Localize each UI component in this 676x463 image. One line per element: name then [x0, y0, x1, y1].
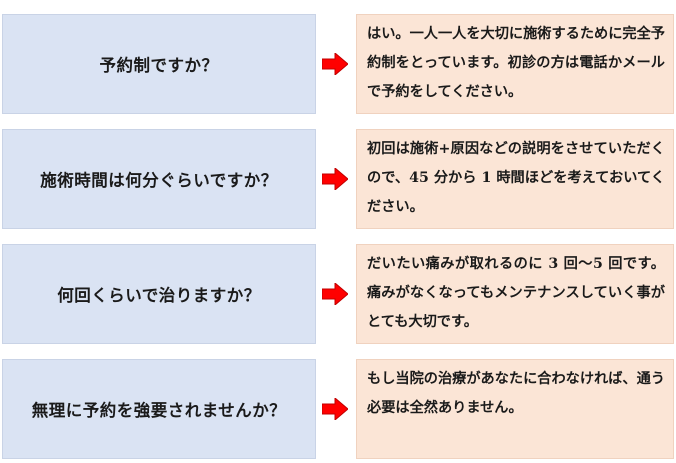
- faq-question-3: 何回くらいで治りますか？: [2, 244, 316, 344]
- question-text: 無理に予約を強要されませんか？: [31, 401, 287, 420]
- faq-answer-4: もし当院の治療があなたに合わなければ、通う必要は全然ありません。: [356, 359, 674, 459]
- answer-text: もし当院の治療があなたに合わなければ、通う必要は全然ありません。: [367, 371, 665, 416]
- question-text: 予約制ですか？: [99, 56, 219, 75]
- right-arrow-icon: [322, 398, 348, 420]
- answer-text: 初回は施術+原因などの説明をさせていただくので、45 分から 1 時間ほどを考え…: [367, 141, 665, 215]
- right-arrow-icon: [322, 53, 348, 75]
- faq-question-2: 施術時間は何分ぐらいですか？: [2, 129, 316, 229]
- answer-text: はい。一人一人を大切に施術するために完全予約制をとっています。初診の方は電話かメ…: [367, 26, 665, 100]
- faq-answer-1: はい。一人一人を大切に施術するために完全予約制をとっています。初診の方は電話かメ…: [356, 14, 674, 114]
- faq-answer-3: だいたい痛みが取れるのに 3 回～5 回です。痛みがなくなってもメンテナンスして…: [356, 244, 674, 344]
- answer-text: だいたい痛みが取れるのに 3 回～5 回です。痛みがなくなってもメンテナンスして…: [367, 256, 665, 330]
- question-text: 施術時間は何分ぐらいですか？: [40, 171, 278, 190]
- right-arrow-icon: [322, 168, 348, 190]
- faq-answer-2: 初回は施術+原因などの説明をさせていただくので、45 分から 1 時間ほどを考え…: [356, 129, 674, 229]
- faq-question-4: 無理に予約を強要されませんか？: [2, 359, 316, 459]
- right-arrow-icon: [322, 283, 348, 305]
- question-text: 何回くらいで治りますか？: [57, 286, 261, 305]
- faq-question-1: 予約制ですか？: [2, 14, 316, 114]
